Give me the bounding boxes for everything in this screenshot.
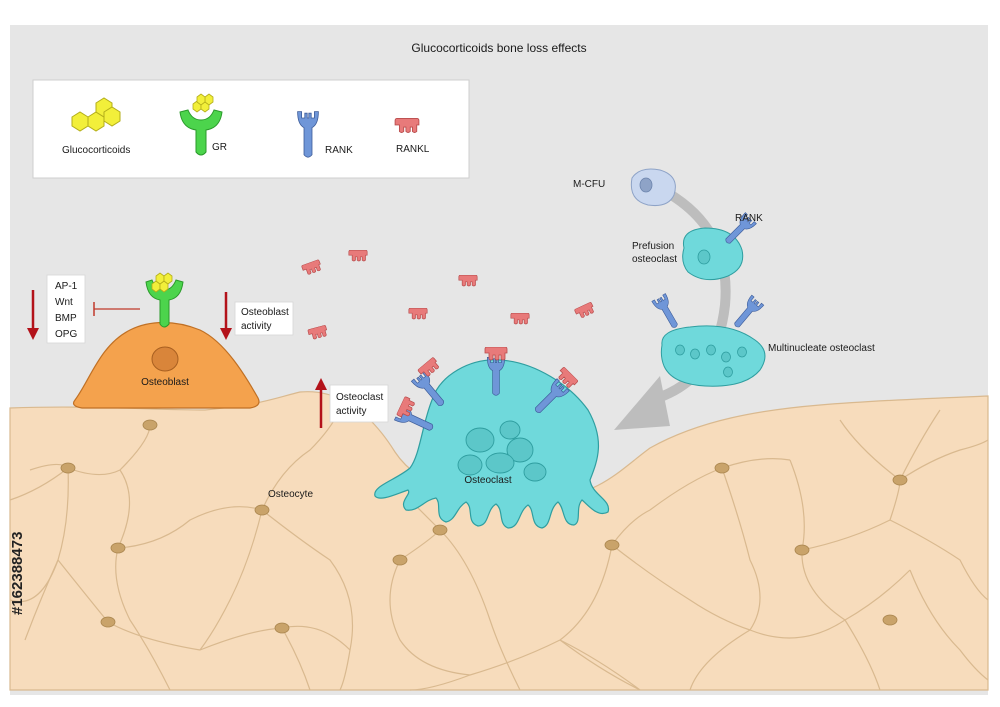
- gr-receptor-bound: [145, 272, 184, 328]
- factor-wnt: Wnt: [55, 297, 73, 308]
- osteocyte-cell: [432, 524, 448, 536]
- osteocyte-cell: [274, 622, 290, 634]
- glucocorticoid-icon: [71, 97, 121, 132]
- prefusion-osteoclast-cell: [682, 212, 757, 281]
- factors-down-arrow: [27, 290, 39, 340]
- legend-glucocorticoids-label: Glucocorticoids: [62, 145, 130, 156]
- legend-rank-label: RANK: [325, 145, 353, 156]
- osteoclast-cell: Osteoclast: [374, 347, 610, 529]
- osteoclast-activity-line1: Osteoclast: [336, 392, 383, 403]
- factors-box: AP-1 Wnt BMP OPG: [46, 274, 86, 344]
- legend-box: Glucocorticoids GR RANK RANKL: [32, 79, 470, 179]
- osteoblast-activity-line2: activity: [241, 321, 272, 332]
- osteoclast-label: Osteoclast: [464, 475, 511, 486]
- factor-ap1: AP-1: [55, 281, 78, 292]
- osteoblast-activity-line1: Osteoblast: [241, 307, 289, 318]
- diagram-title: Glucocorticoids bone loss effects: [411, 41, 586, 55]
- multinucleate-label: Multinucleate osteoclast: [768, 343, 875, 354]
- osteoblast-cell: Osteoblast: [72, 321, 260, 409]
- osteoclast-activity-box: Osteoclast activity: [329, 384, 389, 423]
- osteocyte-cell: [892, 474, 908, 486]
- osteocyte-cell: [794, 544, 810, 556]
- osteocyte-cell: [714, 462, 730, 474]
- gr-icon: [179, 93, 223, 156]
- legend-gr-label: GR: [212, 142, 227, 153]
- prefusion-label-line1: Prefusion: [632, 241, 674, 252]
- osteoblast-activity-down-arrow: [220, 292, 232, 340]
- osteocyte-cell: [882, 614, 898, 626]
- osteocyte-cell: [60, 462, 76, 474]
- osteoclast-activity-up-arrow: [315, 378, 327, 428]
- osteoclast-activity-line2: activity: [336, 406, 367, 417]
- osteocyte-network: [9, 409, 989, 691]
- osteocyte-cell: [100, 616, 116, 628]
- osteocyte-cell: [604, 539, 620, 551]
- osteoblast-activity-box: Osteoblast activity: [234, 301, 294, 336]
- osteocyte-cell: [110, 542, 126, 554]
- multinucleate-osteoclast-cell: [651, 293, 766, 387]
- prefusion-label-line2: osteoclast: [632, 254, 677, 265]
- stock-id-watermark: #162388473: [9, 532, 26, 615]
- factor-bmp: BMP: [55, 313, 77, 324]
- rank-callout-label: RANK: [735, 213, 763, 224]
- factor-opg: OPG: [55, 329, 77, 340]
- osteocyte-cell: [142, 419, 158, 431]
- osteocyte-cell: [392, 554, 408, 566]
- inhibition-line: [93, 302, 140, 316]
- legend-rankl-label: RANKL: [396, 144, 430, 155]
- mcfu-label: M-CFU: [573, 179, 605, 190]
- mcfu-cell: [630, 168, 676, 206]
- osteocyte-cell: [254, 504, 270, 516]
- osteocyte-label: Osteocyte: [268, 489, 313, 500]
- osteoblast-label: Osteoblast: [141, 377, 189, 388]
